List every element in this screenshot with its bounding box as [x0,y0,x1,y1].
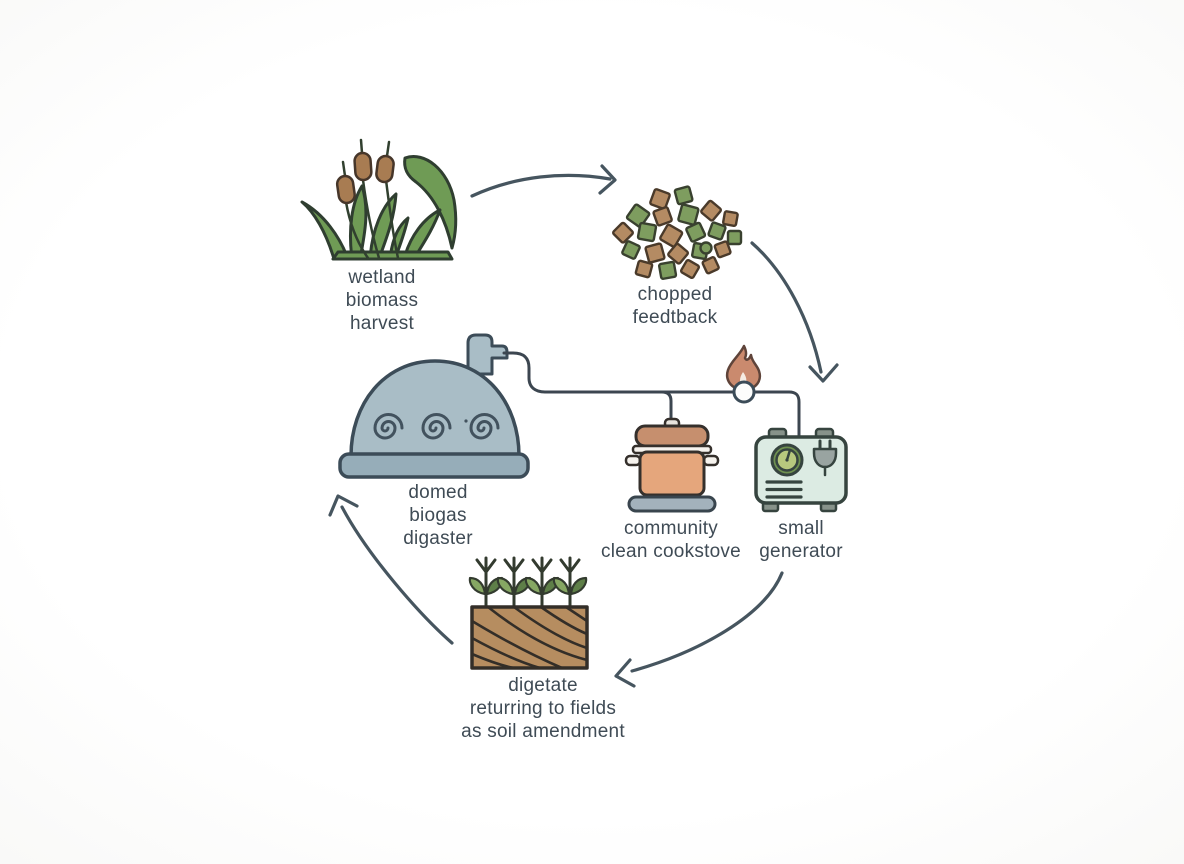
pipe-junction-node [732,380,756,404]
stove-base [627,495,717,513]
label-chopped-feedtback: chopped feedtback [632,284,718,328]
digester-swirls [373,413,500,440]
field-plants-icon [468,556,589,670]
label-domed-biogas-digaster: domed biogas digaster [403,482,473,549]
field-sprouts [468,556,588,609]
label-community-clean-cookstove: community clean cookstove [601,518,741,562]
flame-icon [726,344,761,392]
pot-handle-right [702,454,720,467]
arrow-wetland-to-chopped [470,164,617,198]
field-soil [470,605,589,670]
digester-dome [349,359,521,458]
pot-handle-left [624,454,642,467]
field-furrows [470,605,589,670]
generator-vents [765,480,803,499]
cattail-plants-icon [300,138,458,261]
digester-base [338,452,530,479]
label-wetland-biomass-harvest: wetland biomass harvest [345,267,419,334]
chopped-feedstock-icon [612,185,743,280]
label-digetate-field: digetate returring to fields as soil ame… [461,675,625,742]
pot-body [638,450,706,497]
arrow-generator-to-field [614,571,784,688]
plug-icon [812,439,838,477]
arrow-chopped-to-generator [750,241,839,383]
generator-icon [754,427,848,513]
gas-pipe [502,351,801,439]
generator-body [754,435,848,505]
domed-digester-icon [338,333,530,479]
pot-lid [634,424,710,448]
cookstove-pot-icon [624,417,720,513]
arrow-field-to-digester [328,494,454,645]
generator-gauge [770,443,804,477]
label-small-generator: small generator [759,518,843,562]
digester-chimney [466,333,509,376]
